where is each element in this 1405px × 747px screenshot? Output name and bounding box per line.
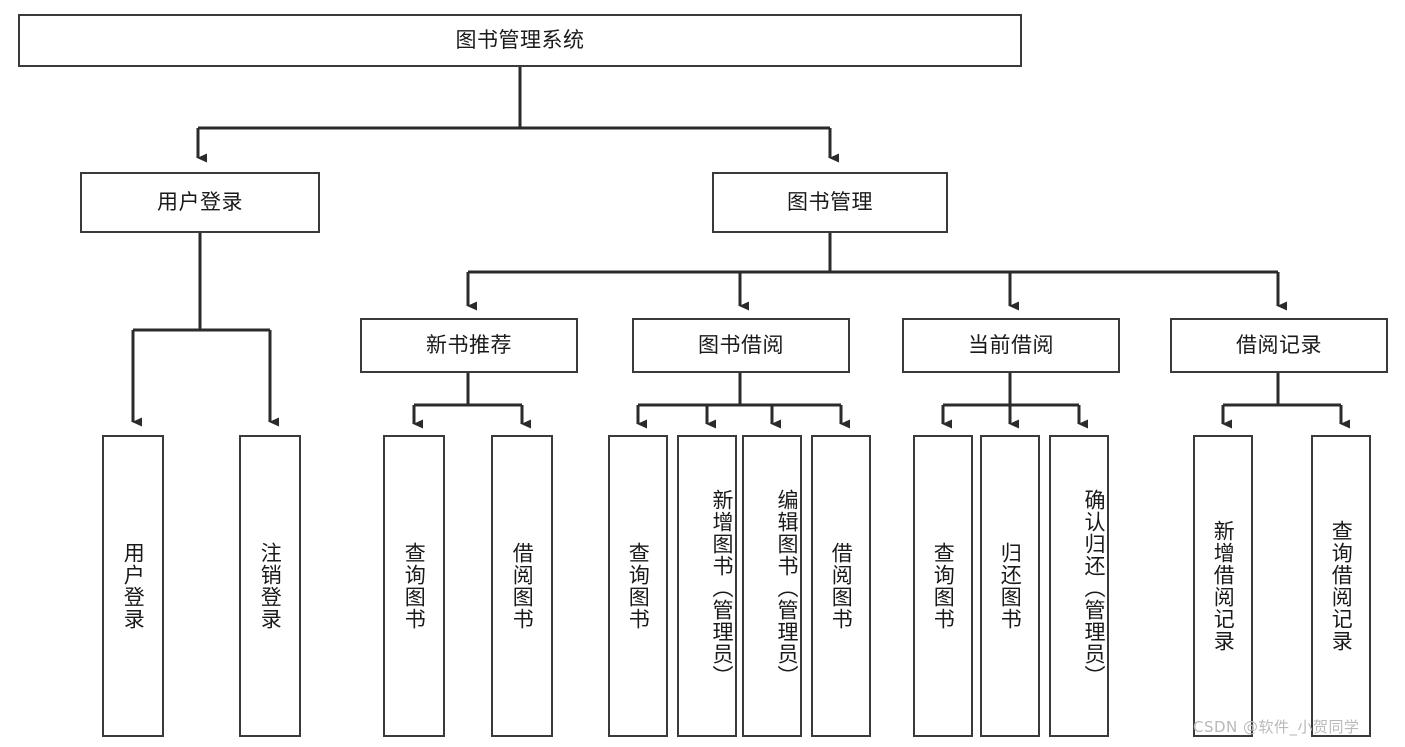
leaf-book-borrow-query-book[interactable]: 查询图书 xyxy=(608,435,668,737)
node-new-book-recommend[interactable]: 新书推荐 xyxy=(360,318,578,373)
node-book-borrow[interactable]: 图书借阅 xyxy=(632,318,850,373)
leaf-borrow-record-add-record[interactable]: 新增借阅记录 xyxy=(1193,435,1253,737)
node-user-login[interactable]: 用户登录 xyxy=(80,172,320,233)
leaf-new-book-borrow-book[interactable]: 借阅图书 xyxy=(491,435,553,737)
node-current-borrow[interactable]: 当前借阅 xyxy=(902,318,1120,373)
node-root-library-management-system[interactable]: 图书管理系统 xyxy=(18,14,1022,67)
leaf-current-borrow-confirm-return-admin[interactable]: 确认归还（管理员） xyxy=(1049,435,1109,737)
node-book-management[interactable]: 图书管理 xyxy=(712,172,948,233)
leaf-borrow-record-query-record[interactable]: 查询借阅记录 xyxy=(1311,435,1371,737)
leaf-user-login-login[interactable]: 用户登录 xyxy=(102,435,164,737)
leaf-current-borrow-return-book[interactable]: 归还图书 xyxy=(980,435,1040,737)
leaf-user-login-logout[interactable]: 注销登录 xyxy=(239,435,301,737)
node-borrow-record[interactable]: 借阅记录 xyxy=(1170,318,1388,373)
leaf-new-book-query-book[interactable]: 查询图书 xyxy=(383,435,445,737)
leaf-current-borrow-query-book[interactable]: 查询图书 xyxy=(913,435,973,737)
leaf-book-borrow-edit-book-admin[interactable]: 编辑图书（管理员） xyxy=(742,435,802,737)
leaf-book-borrow-add-book-admin[interactable]: 新增图书（管理员） xyxy=(677,435,737,737)
leaf-book-borrow-borrow-book[interactable]: 借阅图书 xyxy=(811,435,871,737)
